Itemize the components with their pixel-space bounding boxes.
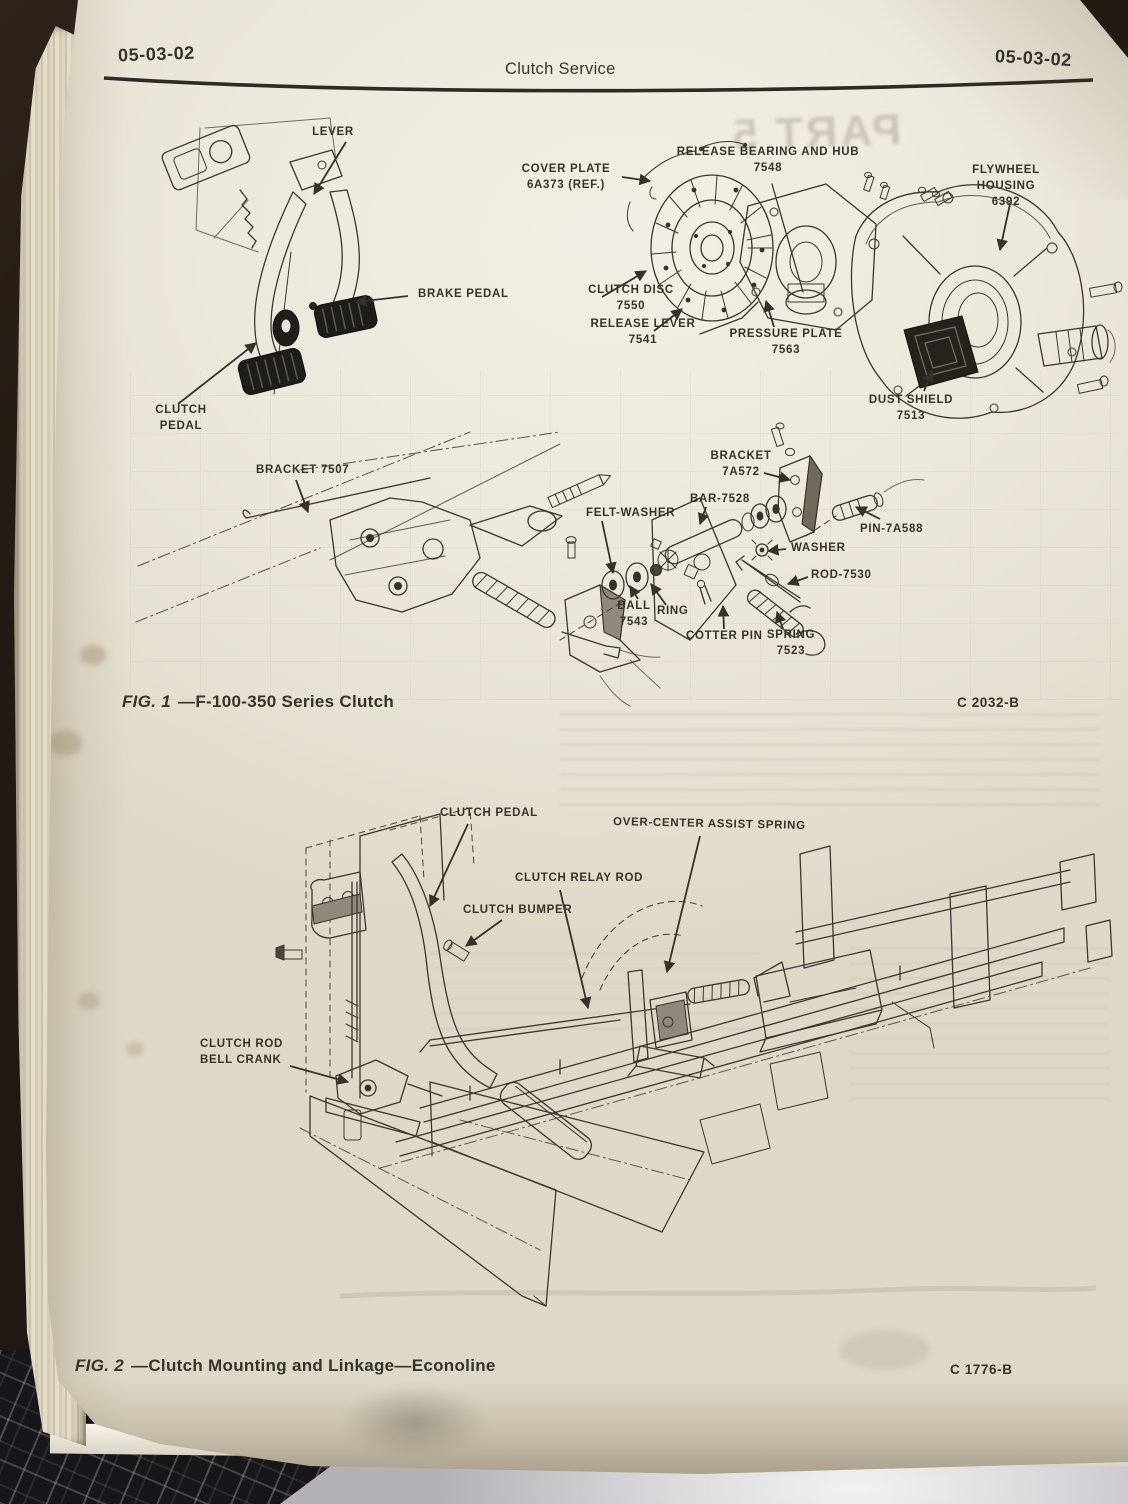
- label-spring-7523: SPRING 7523: [766, 629, 816, 658]
- label-clutch-bumper: CLUTCH BUMPER: [463, 904, 573, 916]
- label-washer: WASHER: [791, 542, 846, 554]
- label-ring: RING: [657, 605, 689, 617]
- bleed-through-paragraph: [430, 940, 760, 1030]
- fig1-caption-text: —F-100-350 Series Clutch: [178, 692, 395, 711]
- label-brake-pedal: BRAKE PEDAL: [418, 288, 509, 300]
- label-pin-7a588: PIN-7A588: [860, 523, 924, 535]
- fig2-chassis-illustration: [275, 807, 1113, 1307]
- fig2-caption-text: —Clutch Mounting and Linkage—Econoline: [131, 1356, 496, 1375]
- fig1-equalizer-bar-assembly: [559, 422, 925, 707]
- label-rod-7530: ROD-7530: [811, 569, 872, 581]
- label-felt-washer: FELT-WASHER: [586, 507, 676, 519]
- fig1-leader-lines: [177, 141, 1011, 630]
- stain: [48, 730, 82, 756]
- stain: [80, 645, 106, 665]
- label-cotter-pin: COTTER PIN: [686, 630, 763, 642]
- smudge: [340, 1385, 490, 1460]
- label-clutch-disc: CLUTCH DISC 7550: [588, 284, 674, 313]
- fig1-caption: FIG. 1 —F-100-350 Series Clutch: [122, 692, 394, 712]
- page-shading-topright: [880, 0, 1128, 200]
- label-ball-7543: BALL 7543: [617, 600, 651, 629]
- fig2-caption-number: FIG. 2: [75, 1356, 125, 1375]
- label-release-bearing-and-hub: RELEASE BEARING AND HUB 7548: [676, 146, 860, 175]
- label-clutch-pedal-fig2: CLUTCH PEDAL: [440, 807, 538, 819]
- header-rule: [103, 76, 1094, 93]
- label-pressure-plate: PRESSURE PLATE 7563: [729, 328, 843, 357]
- page-title: Clutch Service: [505, 60, 616, 78]
- fig1-reference-code: C 2032-B: [957, 695, 1020, 710]
- label-dust-shield: DUST SHIELD 7513: [868, 394, 954, 423]
- fig1-clutch-exploded-view: [626, 141, 1123, 419]
- stain: [126, 1042, 144, 1056]
- label-clutch-pedal: CLUTCH PEDAL: [155, 404, 207, 433]
- label-lever: LEVER: [312, 126, 354, 138]
- label-clutch-rod-bell-crank: CLUTCH ROD BELL CRANK: [200, 1038, 284, 1067]
- stain: [78, 992, 100, 1010]
- smudge: [840, 1330, 930, 1370]
- label-flywheel-housing: FLYWHEEL HOUSING 6392: [972, 164, 1040, 209]
- fig1-pedal-assembly: [161, 117, 378, 396]
- fig1-caption-number: FIG. 1: [122, 692, 172, 711]
- label-clutch-relay-rod: CLUTCH RELAY ROD: [515, 872, 644, 884]
- fig1-bracket-7507-assembly: [135, 431, 661, 659]
- bleed-through-paragraph: [850, 940, 1110, 1100]
- label-release-lever: RELEASE LEVER 7541: [590, 318, 696, 347]
- label-bracket-7a572: BRACKET 7A572: [710, 450, 772, 479]
- label-bracket-7507: BRACKET 7507: [256, 464, 350, 476]
- bleed-through-paragraph: [560, 706, 1100, 806]
- fig2-reference-code: C 1776-B: [950, 1362, 1013, 1377]
- fig2-caption: FIG. 2 —Clutch Mounting and Linkage—Econo…: [75, 1356, 496, 1376]
- label-cover-plate: COVER PLATE 6A373 (REF.): [521, 163, 611, 192]
- fig2-leader-lines: [289, 823, 701, 1085]
- label-bar-7528: BAR-7528: [690, 493, 750, 505]
